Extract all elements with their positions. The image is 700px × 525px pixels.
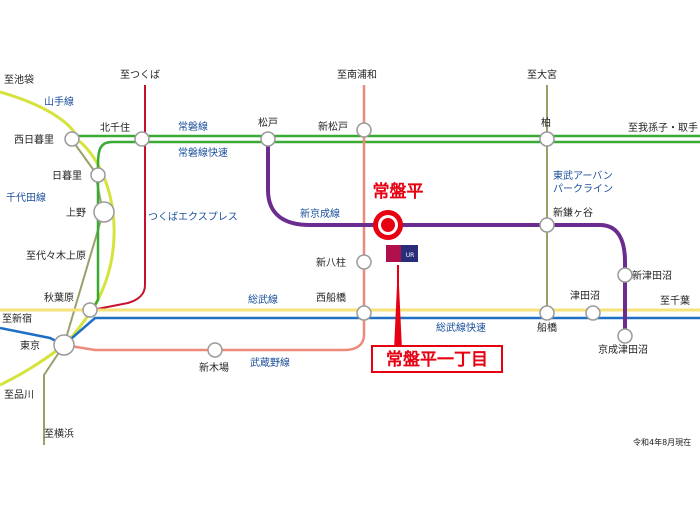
ur-logo-mark — [386, 245, 401, 262]
label-nippori: 日暮里 — [52, 169, 82, 182]
station-shintsudanuma — [617, 267, 633, 283]
chiyoda-line — [43, 139, 105, 445]
tsukuba-express-line — [91, 85, 146, 311]
label-shinkiba: 新木場 — [199, 361, 229, 374]
station-nishinippori — [64, 131, 80, 147]
label-akihabara: 秋葉原 — [44, 291, 74, 304]
label-kashiwa: 柏 — [541, 116, 551, 129]
station-tokyo — [53, 334, 75, 356]
direction-ikebukuro: 至池袋 — [4, 73, 34, 86]
linelabel-tsukuba-exp: つくばエクスプレス — [148, 211, 238, 223]
sobu-rapid-line — [0, 316, 700, 347]
highlight-station-label: 常盤平 — [373, 181, 424, 202]
destination-box — [371, 345, 503, 373]
linelabel-joban-rapid: 常磐線快速 — [178, 146, 228, 159]
direction-abiko: 至我孫子・取手 — [628, 121, 698, 134]
shinkeisei-line — [266, 140, 627, 336]
station-kitasenju — [134, 131, 150, 147]
station-shinmatsudo — [356, 122, 372, 138]
station-tsudanuma — [585, 305, 601, 321]
direction-tsukuba: 至つくば — [120, 69, 160, 81]
yamanote-line — [0, 90, 116, 387]
linelabel-tobu-urban2: パークライン — [553, 183, 613, 195]
label-shintsudanuma: 新津田沼 — [632, 269, 672, 282]
direction-minamiurawa: 至南浦和 — [337, 68, 377, 81]
direction-shinjuku: 至新宿 — [2, 312, 32, 325]
musashino-line — [63, 85, 366, 352]
linelabel-chiyoda: 千代田線 — [6, 191, 46, 204]
direction-omiya: 至大宮 — [527, 68, 557, 81]
label-kitasenju: 北千住 — [100, 121, 130, 134]
station-ueno — [93, 201, 115, 223]
direction-yoyogiuehara: 至代々木上原 — [26, 250, 86, 262]
station-shinyahashira — [356, 254, 372, 270]
label-ueno: 上野 — [66, 207, 86, 219]
station-nippori — [90, 167, 106, 183]
station-shinkamagaya — [539, 217, 555, 233]
ur-logo-text: UR — [406, 252, 415, 259]
station-nishifunabashi — [356, 305, 372, 321]
station-shinkiba — [207, 342, 223, 358]
station-kashiwa — [539, 131, 555, 147]
label-matsudo: 松戸 — [258, 116, 278, 129]
direction-chiba: 至千葉 — [660, 294, 690, 307]
label-shinyahashira: 新八柱 — [316, 256, 346, 269]
highlight-station-marker-inner — [381, 218, 395, 232]
station-funabashi — [539, 305, 555, 321]
station-akihabara — [82, 302, 98, 318]
label-tokyo: 東京 — [20, 339, 40, 352]
destination-label: 常盤平一丁目 — [386, 349, 488, 370]
station-matsudo — [260, 131, 276, 147]
linelabel-yamanote: 山手線 — [44, 95, 74, 108]
linelabel-joban: 常磐線 — [178, 120, 208, 133]
label-funabashi: 船橋 — [537, 321, 557, 334]
label-nishinippori: 西日暮里 — [14, 133, 54, 146]
joban-rapid-line — [90, 140, 700, 311]
label-shinkamagaya: 新鎌ヶ谷 — [553, 206, 593, 219]
label-keiseitsudanuma: 京成津田沼 — [598, 343, 648, 356]
linelabel-musashino: 武蔵野線 — [250, 356, 290, 369]
linelabel-sobu: 総武線 — [248, 293, 278, 306]
linelabel-tobu-urban: 東武アーバン — [553, 169, 613, 182]
label-nishifunabashi: 西船橋 — [316, 291, 346, 304]
linelabel-shinkeisei: 新京成線 — [300, 207, 340, 220]
station-keiseitsudanuma — [617, 328, 633, 344]
direction-yokohama: 至横浜 — [44, 427, 74, 440]
destination-pointer-tip — [394, 264, 402, 350]
label-shinmatsudo: 新松戸 — [318, 120, 348, 133]
date-note: 令和4年8月現在 — [633, 437, 691, 447]
linelabel-sobu-rapid: 総武線快速 — [436, 321, 486, 334]
direction-shinagawa: 至品川 — [4, 389, 34, 401]
label-tsudanuma: 津田沼 — [570, 289, 600, 302]
